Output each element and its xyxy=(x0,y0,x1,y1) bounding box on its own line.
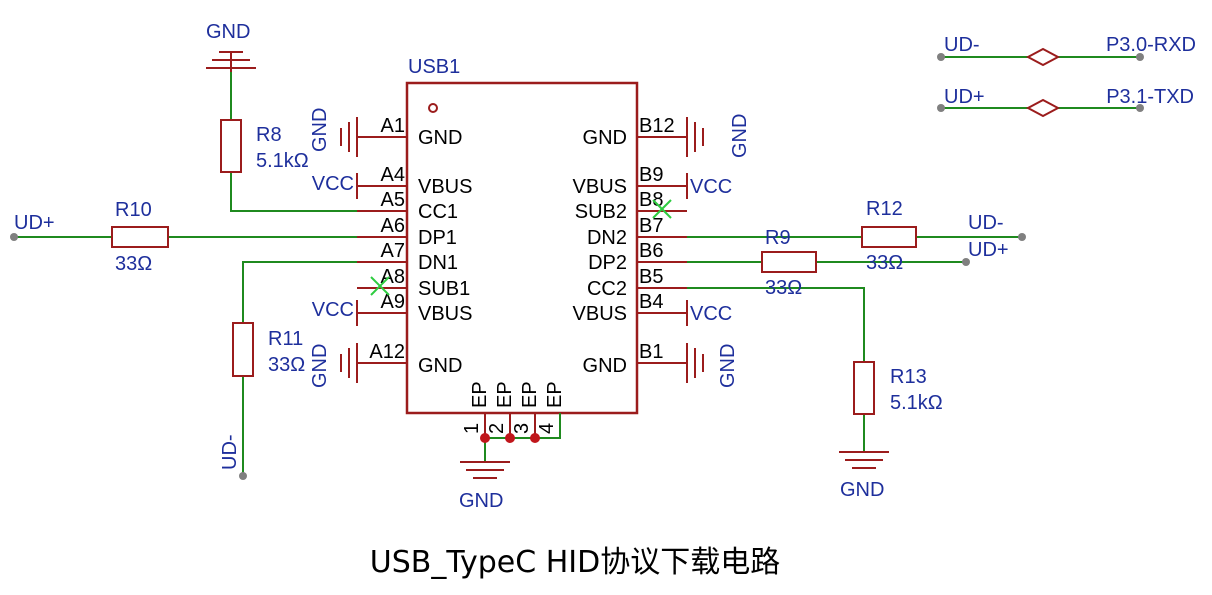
gnd-symbol xyxy=(460,461,510,479)
bidirectional-port-icon xyxy=(1025,47,1061,67)
pin-number: A4 xyxy=(381,164,405,186)
vcc-label: VCC xyxy=(690,303,732,325)
resistor-value: 33Ω xyxy=(765,277,802,299)
pin-number: 2 xyxy=(486,423,508,434)
net-link-rxd: UD- P3.0-RXD xyxy=(944,34,1196,67)
resistor-ref: R9 xyxy=(765,227,791,249)
vcc-label: VCC xyxy=(312,173,354,195)
pin-name: EP xyxy=(469,381,491,408)
resistor-ref: R11 xyxy=(268,328,303,350)
pin-name: CC2 xyxy=(587,278,627,300)
pin-name: EP xyxy=(544,381,566,408)
resistor-r11: R11 33Ω xyxy=(232,322,305,377)
usb-left-pins: A1 GND A4 VBUS A5 CC1 A6 DP1 A7 DN1 A8 S… xyxy=(369,115,472,377)
resistor-value: 33Ω xyxy=(268,354,305,376)
gnd-label: GND xyxy=(729,114,751,158)
gnd-label: GND xyxy=(206,21,250,43)
net-label-ud-minus: UD- xyxy=(219,434,241,470)
net-link-txd: UD+ P3.1-TXD xyxy=(944,86,1194,118)
resistor-value: 33Ω xyxy=(866,252,903,274)
pin-name: GND xyxy=(583,127,627,149)
gnd-symbol xyxy=(839,451,889,469)
net-label-txd: P3.1-TXD xyxy=(1106,86,1194,108)
no-connect-marker xyxy=(370,199,672,296)
usb-connector: USB1 A1 xyxy=(357,56,687,438)
gnd-symbol xyxy=(686,117,704,157)
vcc-label: VCC xyxy=(690,176,732,198)
wires xyxy=(14,56,1140,476)
gnd-symbol xyxy=(686,343,704,383)
pin-number: 4 xyxy=(536,423,558,434)
resistor-r12: R12 33Ω xyxy=(861,198,917,274)
vcc-symbol xyxy=(356,173,688,326)
resistor-value: 5.1kΩ xyxy=(890,392,943,414)
pin-name: SUB2 xyxy=(575,201,627,223)
pin-number: A6 xyxy=(381,215,405,237)
usb-bottom-pins: EP EP EP EP 1 2 3 4 xyxy=(461,381,566,434)
junction-dots xyxy=(10,53,1144,480)
pin-name: SUB1 xyxy=(418,278,470,300)
gnd-label: GND xyxy=(840,479,884,501)
usb-right-pins: B12 GND B9 VBUS B8 SUB2 B7 DN2 B6 DP2 B5… xyxy=(573,115,675,377)
pin-name: GND xyxy=(418,355,462,377)
pin-name: EP xyxy=(519,381,541,408)
pin-name: DP1 xyxy=(418,227,457,249)
resistor-ref: R8 xyxy=(256,124,282,146)
pin-name: GND xyxy=(418,127,462,149)
pin-number: A12 xyxy=(369,341,405,363)
resistor-ref: R13 xyxy=(890,366,927,388)
resistor-r8: R8 5.1kΩ xyxy=(220,119,309,173)
pin-number: B5 xyxy=(639,266,663,288)
pin-number: B6 xyxy=(639,240,663,262)
net-label-rxd: P3.0-RXD xyxy=(1106,34,1196,56)
diagram-title: USB_TypeC HID协议下载电路 xyxy=(370,545,780,580)
net-label-ud-plus: UD+ xyxy=(14,212,55,234)
resistor-value: 33Ω xyxy=(115,253,152,275)
pin-name: EP xyxy=(494,381,516,408)
pin-name: VBUS xyxy=(573,303,627,325)
resistor-ref: R10 xyxy=(115,199,152,221)
bidirectional-port-icon xyxy=(1025,98,1061,118)
gnd-symbol xyxy=(340,343,358,383)
usb-ref-label: USB1 xyxy=(408,56,460,78)
pin-name: DN1 xyxy=(418,252,458,274)
pin-number: B1 xyxy=(639,341,663,363)
pin-number: B4 xyxy=(639,291,663,313)
pin-number: A7 xyxy=(381,240,405,262)
gnd-label: GND xyxy=(309,108,331,152)
resistor-r9: R9 33Ω xyxy=(761,227,817,299)
pin-name: VBUS xyxy=(573,176,627,198)
pin-number: 1 xyxy=(461,423,483,434)
pin-number: A1 xyxy=(381,115,405,137)
pin-name: CC1 xyxy=(418,201,458,223)
gnd-symbol xyxy=(340,117,358,157)
resistor-r10: R10 33Ω xyxy=(111,199,169,275)
resistor-value: 5.1kΩ xyxy=(256,150,309,172)
pin-number: A9 xyxy=(381,291,405,313)
gnd-symbol xyxy=(206,51,256,72)
net-label-ud-minus: UD- xyxy=(968,212,1004,234)
pin-number: B7 xyxy=(639,215,663,237)
pin-name: VBUS xyxy=(418,303,472,325)
pin-number: A8 xyxy=(381,266,405,288)
net-label-ud-plus: UD+ xyxy=(944,86,985,108)
gnd-label: GND xyxy=(459,490,503,512)
pin-number: B12 xyxy=(639,115,675,137)
pin-name: DN2 xyxy=(587,227,627,249)
pin-name: VBUS xyxy=(418,176,472,198)
vcc-label: VCC xyxy=(312,299,354,321)
pin-name: DP2 xyxy=(588,252,627,274)
net-label-ud-plus: UD+ xyxy=(968,239,1009,261)
gnd-label: GND xyxy=(717,344,739,388)
pin-number: 3 xyxy=(511,423,533,434)
resistor-ref: R12 xyxy=(866,198,903,220)
pin-number: B9 xyxy=(639,164,663,186)
pin-name: GND xyxy=(583,355,627,377)
net-label-ud-minus: UD- xyxy=(944,34,980,56)
pin-number: A5 xyxy=(381,189,405,211)
resistor-r13: R13 5.1kΩ xyxy=(853,361,943,415)
gnd-label: GND xyxy=(309,344,331,388)
